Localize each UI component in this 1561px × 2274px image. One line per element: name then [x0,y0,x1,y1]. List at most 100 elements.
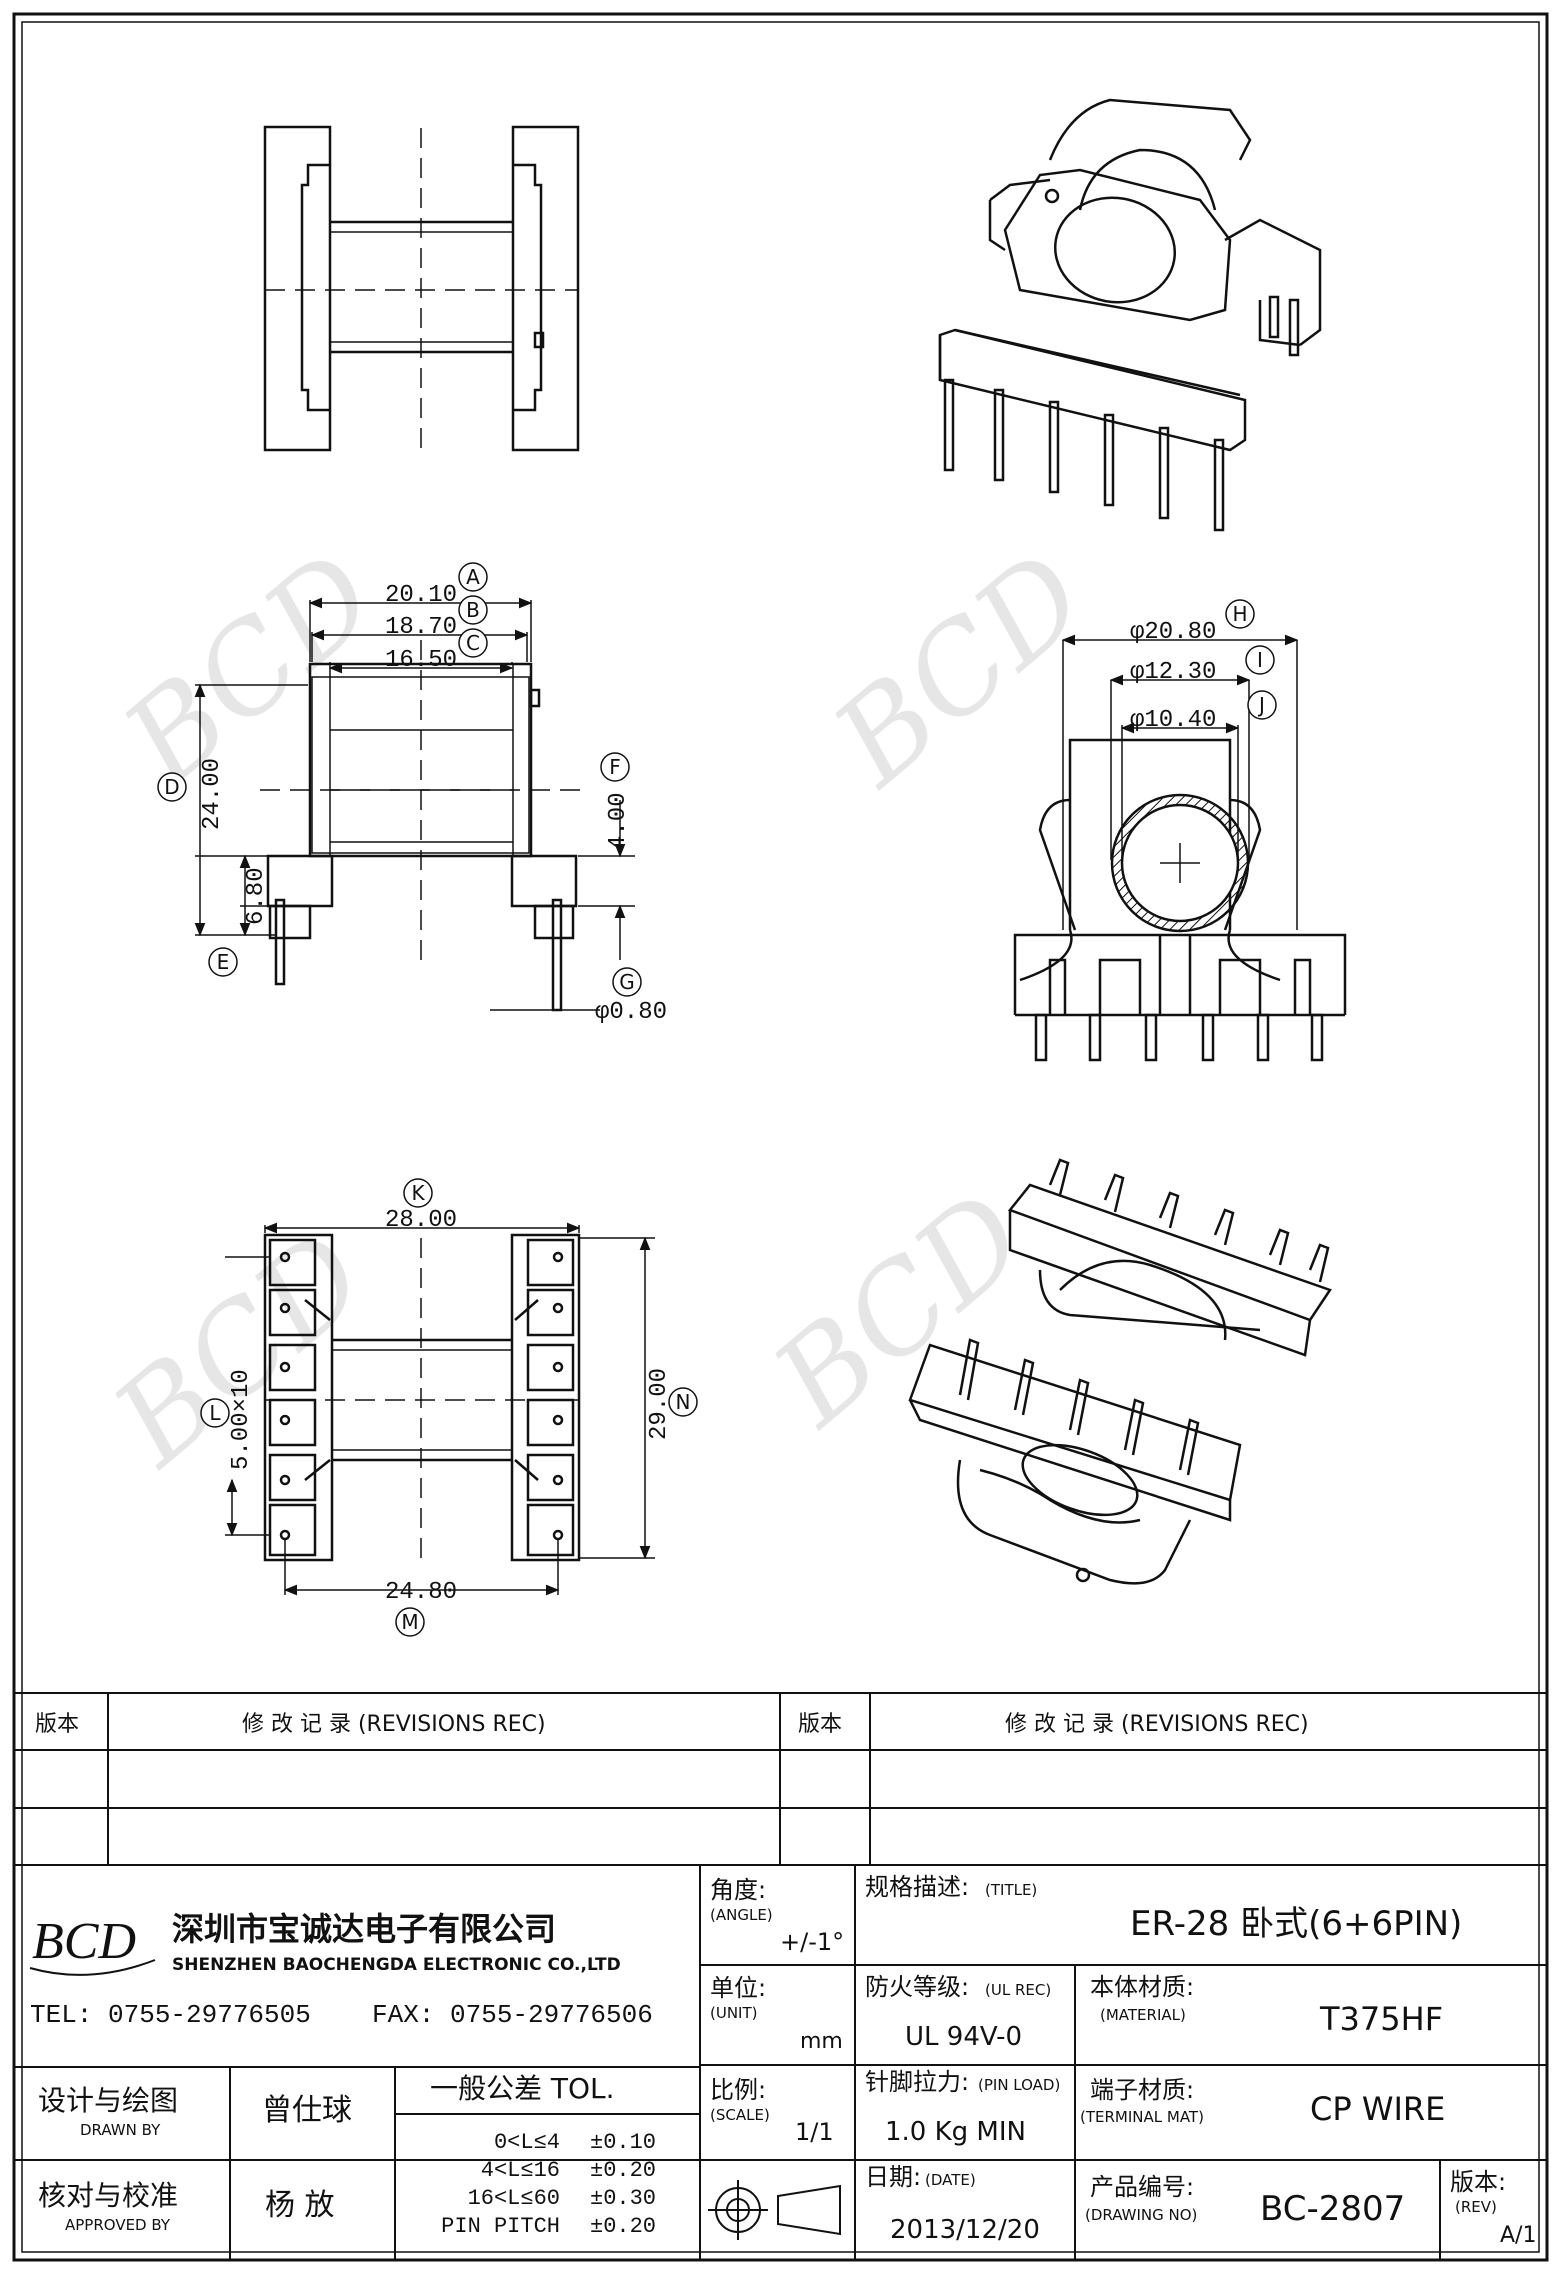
company-fax: FAX: 0755-29776506 [372,2000,653,2030]
title-value: ER-28 卧式(6+6PIN) [1130,1904,1462,1944]
top-view [263,125,580,452]
marker-m: M [395,1607,425,1637]
tol-value-4: ±0.20 [590,2214,656,2239]
dim-a: 20.10 [385,582,457,609]
designed-label: 设计与绘图 [38,2084,178,2117]
watermark-text-1: BCD [98,527,402,814]
dim-m: 24.80 [385,1579,457,1606]
tol-range-2: 4<L≤16 [481,2158,560,2183]
revision-table [13,1692,1548,1866]
tolerance-title: 一般公差 TOL. [430,2072,615,2105]
designed-label-en: DRAWN BY [80,2121,161,2139]
marker-n: N [668,1387,698,1417]
svg-text:N: N [676,1390,691,1414]
marker-a: A [458,562,488,592]
iso-pins-top [943,295,1300,532]
marker-d: D [157,772,187,802]
title-label: 规格描述: [865,1873,969,1901]
tol-range-3: 16<L≤60 [468,2186,560,2211]
svg-text:A: A [466,565,480,589]
rev-label-en: (REV) [1455,2198,1497,2216]
fire-value: UL 94V-0 [905,2022,1022,2052]
fire-label-en: (UL REC) [985,1981,1051,1999]
marker-l: L [200,1398,230,1428]
iso-view-bottom [908,1158,1332,1585]
approved-label-en: APPROVED BY [65,2216,171,2234]
svg-text:L: L [209,1401,221,1425]
dim-j: φ10.40 [1130,707,1216,734]
tolerance-table: 0<L≤4 ±0.10 4<L≤16 ±0.20 16<L≤60 ±0.30 P… [441,2130,656,2239]
marker-c: C [458,628,488,658]
marker-e: E [208,947,238,977]
dim-c: 16.50 [385,647,457,674]
scale-label-en: (SCALE) [710,2106,770,2124]
scale-value: 1/1 [795,2118,834,2146]
rev-records-label-right: 修 改 记 录 (REVISIONS REC) [1005,1712,1309,1737]
company-logo-swoosh [29,1959,156,1976]
terminal-label-en: (TERMINAL MAT) [1080,2108,1204,2126]
title-block-grid [13,1864,1548,2261]
tol-value-1: ±0.10 [590,2130,656,2155]
svg-text:F: F [609,755,621,779]
projection-symbol-icon [708,2180,841,2240]
dim-e: 6.80 [243,867,270,925]
marker-b: B [458,595,488,625]
marker-h: H [1225,599,1255,629]
scale-label: 比例: [710,2076,766,2104]
unit-label-en: (UNIT) [710,2004,758,2022]
svg-text:E: E [217,950,230,974]
rev-value: A/1 [1500,2223,1536,2248]
date-label-en: (DATE) [925,2171,976,2189]
dim-k: 28.00 [385,1207,457,1234]
date-value: 2013/12/20 [890,2215,1040,2245]
dim-h: φ20.80 [1130,619,1216,646]
bottom-pin-holes [268,1238,575,1557]
dim-b: 18.70 [385,614,457,641]
marker-f: F [600,752,630,782]
date-label: 日期: [865,2163,921,2191]
angle-value: +/-1° [780,1928,844,1956]
front-pins [1034,1013,1324,1062]
inner-border [21,21,1540,2253]
marker-i: I [1245,645,1275,675]
company-tel: TEL: 0755-29776505 [30,2000,311,2030]
tol-range-1: 0<L≤4 [494,2130,560,2155]
angle-label-en: (ANGLE) [710,1906,773,1924]
dim-g: φ0.80 [595,999,667,1026]
bottom-view-dimensions [225,1222,655,1596]
approved-label: 核对与校准 [38,2179,178,2212]
svg-text:M: M [401,1610,418,1634]
bottom-view [263,1233,581,1562]
dim-f: 4.00 [605,792,632,850]
fire-label: 防火等级: [865,1973,969,2001]
rev-version-label-left: 版本 [35,1712,79,1737]
tol-range-4: PIN PITCH [441,2214,560,2239]
pin-load-label-en: (PIN LOAD) [978,2076,1060,2094]
rev-records-label-left: 修 改 记 录 (REVISIONS REC) [242,1712,546,1737]
company-name-cn: 深圳市宝诚达电子有限公司 [172,1910,556,1948]
dim-d: 24.00 [199,758,226,830]
svg-text:I: I [1257,648,1263,672]
pin-load-value: 1.0 Kg MIN [885,2117,1026,2147]
terminal-label: 端子材质: [1090,2076,1194,2104]
unit-label: 单位: [710,1974,766,2002]
angle-label: 角度: [710,1876,766,1904]
company-block: BCD 深圳市宝诚达电子有限公司 SHENZHEN BAOCHENGDA ELE… [29,1910,653,2030]
svg-text:K: K [411,1181,425,1205]
title-label-en: (TITLE) [985,1881,1037,1899]
dim-l: 5.00×10 [228,1369,255,1470]
marker-j: J [1247,690,1277,720]
material-label-en: (MATERIAL) [1100,2006,1186,2024]
pin-load-label: 针脚拉力: [865,2068,969,2096]
iso-pins-bottom [958,1158,1330,1476]
svg-text:J: J [1257,693,1265,717]
marker-k: K [403,1178,433,1208]
company-logo: BCD [32,1913,136,1970]
svg-text:C: C [466,631,480,655]
rev-version-label-right: 版本 [798,1712,842,1737]
side-view-dimensions [194,597,635,1011]
svg-text:B: B [466,598,480,622]
terminal-value: CP WIRE [1310,2090,1445,2128]
drawing-no-label-en: (DRAWING NO) [1085,2206,1197,2224]
watermark-text-3: BCD [748,1167,1052,1454]
